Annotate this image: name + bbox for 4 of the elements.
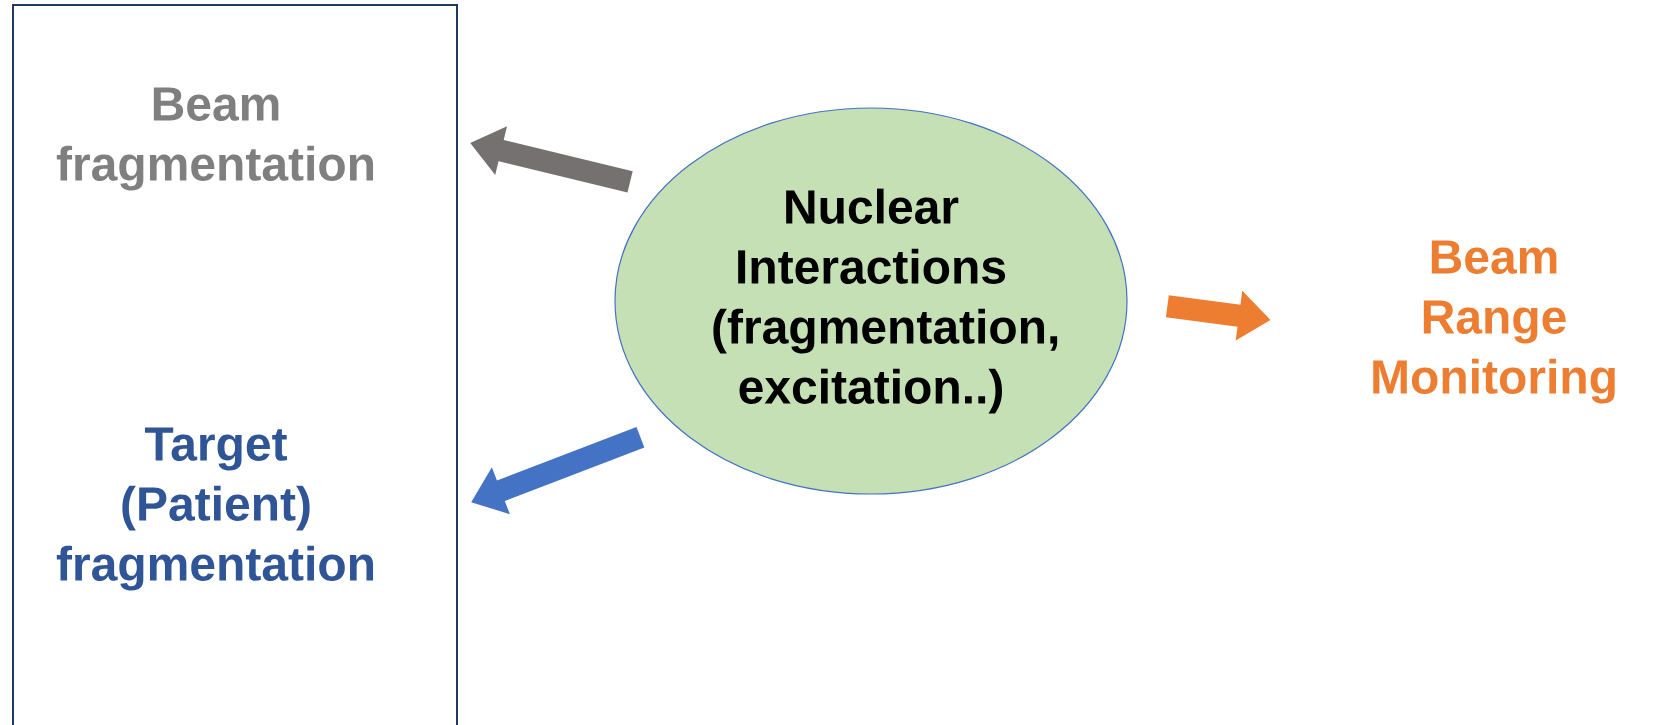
label-text: Target (Patient) fragmentation: [56, 427, 374, 591]
label-text: Beam fragmentation: [56, 87, 374, 191]
frame-box: [12, 4, 458, 725]
label-text: Beam Range Monitoring: [1373, 240, 1615, 404]
